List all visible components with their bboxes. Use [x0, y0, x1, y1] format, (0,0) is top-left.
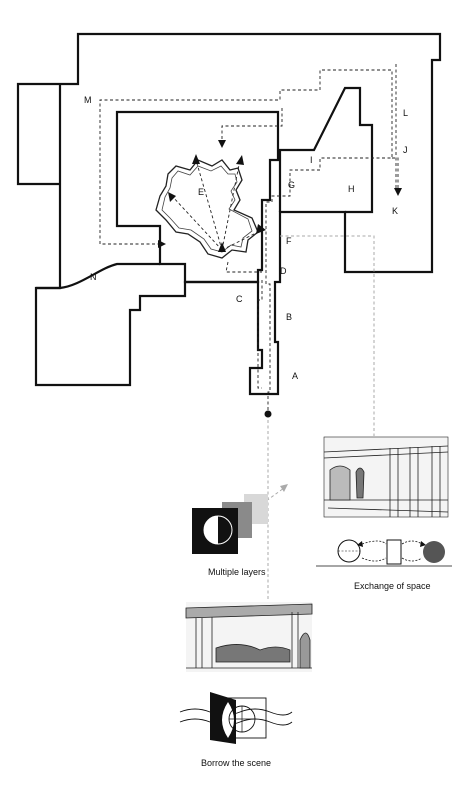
caption-borrow-the-scene: Borrow the scene: [201, 758, 271, 768]
zone-label-h: H: [348, 184, 355, 194]
zone-label-c: C: [236, 294, 243, 304]
exchange-arrow: [401, 540, 423, 545]
sphere-solid: [423, 541, 445, 563]
zone-label-b: B: [286, 312, 292, 322]
exchange-arrowhead: [357, 541, 363, 547]
zone-label-n: N: [90, 272, 97, 282]
wave-line: [179, 708, 293, 716]
exchange-arrow: [401, 557, 423, 562]
colonnade-sketch: [323, 436, 449, 518]
zone-label-j: J: [403, 145, 408, 155]
exchange-arrow: [361, 540, 387, 545]
view-ray: [221, 229, 263, 251]
zone-label-a: A: [292, 371, 298, 381]
zone-label-f: F: [286, 236, 292, 246]
zone-label-e: E: [198, 187, 204, 197]
caption-exchange-of-space: Exchange of space: [354, 581, 431, 591]
caption-multiple-layers: Multiple layers: [208, 567, 266, 577]
view-ray: [221, 159, 241, 251]
view-ray: [195, 159, 223, 251]
west-wing-wall: [36, 262, 160, 290]
route-arrowhead: [394, 188, 402, 196]
zone-label-g: G: [288, 180, 295, 190]
exchange-diagram: [316, 539, 452, 567]
circulation-routes: [99, 64, 402, 410]
view-ray-arrowheads: [168, 154, 266, 252]
guide-arrowhead: [280, 484, 288, 492]
zone-label-i: I: [310, 155, 313, 165]
outer-boundary-wall: [16, 32, 442, 396]
pavilion-frame: [386, 539, 402, 565]
exchange-of-space-vignette: Exchange of space: [316, 436, 452, 591]
zone-label-l: L: [403, 108, 408, 118]
pond: [155, 159, 259, 259]
layer-front-circle-outline: [203, 515, 233, 545]
route-arrowhead: [218, 140, 226, 148]
zone-label-d: D: [280, 266, 287, 276]
wave-line: [179, 718, 293, 726]
zone-label-k: K: [392, 206, 398, 216]
pond-inner-edge: [161, 165, 253, 253]
route-to-pond: [225, 261, 262, 273]
main-route: [99, 69, 393, 410]
zone-labels: A B C D E F G H I J K L M N: [84, 95, 408, 381]
screen-opening: [222, 702, 234, 738]
route-branch-west: [257, 280, 263, 389]
view-rays: [171, 159, 263, 251]
borrow-the-scene-vignette: Borrow the scene: [179, 602, 313, 768]
exchange-arrowhead: [420, 541, 426, 547]
route-arrowhead: [158, 240, 166, 248]
borrow-diagram: [179, 692, 293, 744]
guide-line-layers: [239, 487, 285, 521]
route-branch-k: [392, 157, 399, 192]
inner-garden-wall: [115, 110, 280, 284]
zone-label-m: M: [84, 95, 92, 105]
multiple-layers-vignette: Multiple layers: [192, 494, 268, 577]
colonnade-sketch-lines: [323, 445, 449, 517]
exchange-arrow: [361, 557, 387, 562]
view-ray: [171, 195, 223, 251]
layer-front-semicircle: [204, 516, 218, 544]
pavilion-sketch-lines: [185, 603, 313, 669]
floor-plan: [16, 32, 442, 396]
entrance-point: [264, 410, 272, 418]
east-building-wall: [278, 86, 374, 214]
route-branch-inner: [221, 108, 283, 140]
guide-line-exchange: [280, 235, 375, 436]
